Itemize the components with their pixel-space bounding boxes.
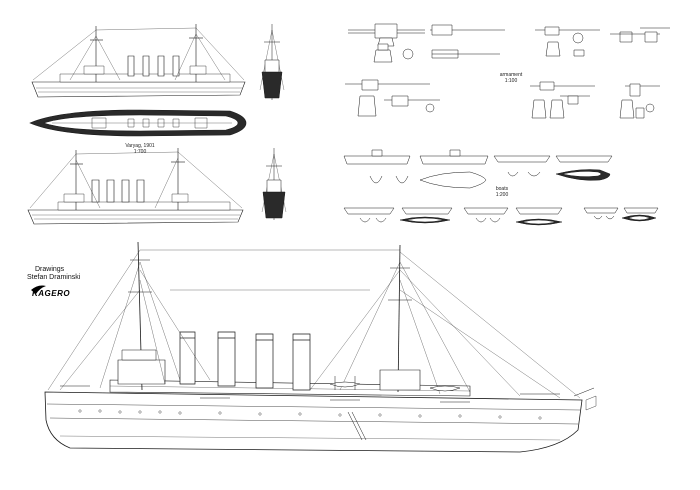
small-front-view-lower <box>262 148 286 220</box>
small-side-profile-upper <box>32 24 245 97</box>
small-front-view-upper <box>260 24 284 100</box>
small-views-scale: 1:700 <box>133 149 147 155</box>
armament-drawings <box>345 24 670 118</box>
small-side-profile-lower <box>28 148 243 224</box>
armament-scale: 1:100 <box>504 78 518 84</box>
large-side-profile <box>45 242 596 452</box>
boats-scale: 1:200 <box>495 192 509 198</box>
boats-caption: boats 1:200 <box>482 186 522 198</box>
boats-drawings <box>344 150 658 225</box>
publisher-logo: KAGERO <box>32 289 71 298</box>
credits-line-1: Drawings <box>35 266 65 273</box>
credits-block: Drawings Stefan Draminski <box>27 266 80 282</box>
small-plan-view <box>30 110 246 136</box>
boats-title: boats <box>495 186 509 192</box>
credits-line-2: Stefan Draminski <box>27 274 81 281</box>
armament-title: armament <box>499 72 523 78</box>
kagero-logo-mark <box>31 285 46 294</box>
small-views-title: Varyag, 1901 <box>125 143 155 149</box>
armament-caption: armament 1:100 <box>486 72 536 84</box>
small-views-caption: Varyag, 1901 1:700 <box>110 143 170 155</box>
